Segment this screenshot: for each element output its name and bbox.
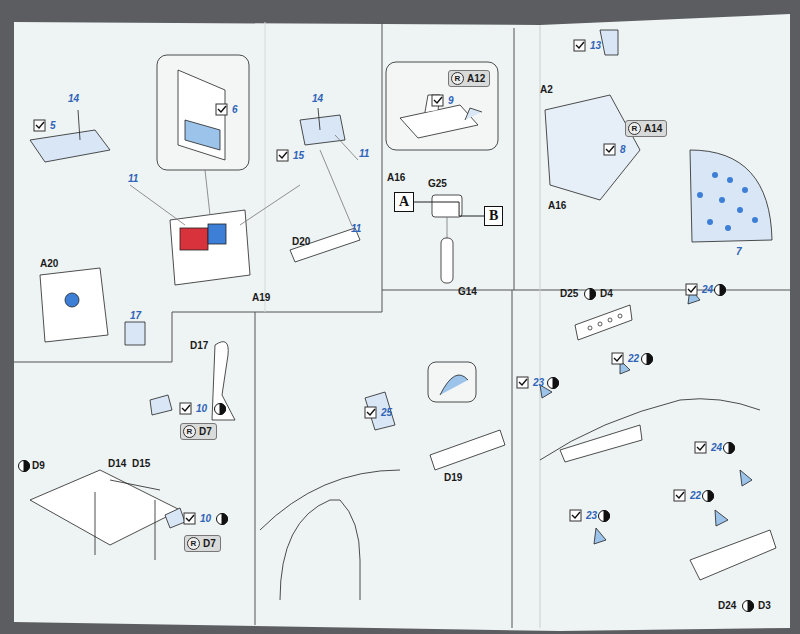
part-name: A16: [548, 200, 566, 212]
callout-number: 24: [702, 284, 713, 296]
callout-number: 5: [50, 120, 56, 132]
part-name: A20: [40, 258, 58, 270]
part-name: D9: [32, 460, 45, 472]
node-text: A14: [644, 123, 662, 135]
node-text: R: [628, 122, 641, 135]
callout-number: 24: [711, 442, 722, 454]
part-name: A19: [252, 292, 270, 304]
callout-number: 23: [586, 510, 597, 522]
node-text: R: [187, 537, 200, 550]
part-name: A16: [387, 172, 405, 184]
callout-number: 13: [590, 40, 601, 52]
callout-number: 14: [312, 93, 323, 105]
callout-number: 22: [628, 353, 639, 365]
callout-number: 23: [533, 377, 544, 389]
part-name: D19: [444, 472, 462, 484]
part-name: D4: [600, 288, 613, 300]
callout-number: 11: [359, 148, 369, 160]
part-name: D14: [108, 458, 126, 470]
connector: [414, 202, 484, 216]
part-ref-box: RD7: [180, 423, 217, 440]
yinyang-icon: [19, 285, 754, 612]
callout-number: 7: [736, 246, 742, 258]
callout-number: 22: [690, 490, 701, 502]
part-name: A2: [540, 84, 553, 96]
callout-number: 8: [620, 144, 626, 156]
node-text: R: [183, 425, 196, 438]
node-text: A: [399, 194, 409, 210]
callout-number: 10: [200, 513, 211, 525]
part-name: D17: [190, 340, 208, 352]
node-text: R: [451, 72, 464, 85]
callout-number: 10: [196, 403, 207, 415]
part-name: G14: [458, 286, 477, 298]
callout-number: 9: [448, 95, 454, 107]
node-text: B: [489, 208, 498, 224]
callout-number: 17: [130, 310, 141, 322]
callout-number: 25: [381, 407, 392, 419]
part-name: D3: [758, 600, 771, 612]
callout-number: 6: [232, 104, 238, 116]
node-text: A12: [467, 73, 485, 85]
node-text: D7: [199, 426, 212, 438]
check-icon: [34, 40, 706, 524]
callout-number: 11: [351, 223, 361, 235]
part-ref-box: RA14: [625, 120, 667, 137]
callout-number: 14: [68, 93, 79, 105]
paper: [14, 14, 790, 631]
node-text: D7: [203, 538, 216, 550]
part-ref-box: RA12: [448, 70, 490, 87]
part-name: D20: [292, 236, 310, 248]
callout-number: 11: [128, 173, 138, 185]
part-name: D15: [132, 458, 150, 470]
callout-number: 15: [293, 150, 304, 162]
part-name: G25: [428, 178, 447, 190]
step-letter-box: A: [394, 192, 414, 212]
part-name: D24: [718, 600, 736, 612]
part-name: D25: [560, 288, 578, 300]
step-letter-box: B: [484, 206, 503, 226]
part-ref-box: RD7: [184, 535, 221, 552]
